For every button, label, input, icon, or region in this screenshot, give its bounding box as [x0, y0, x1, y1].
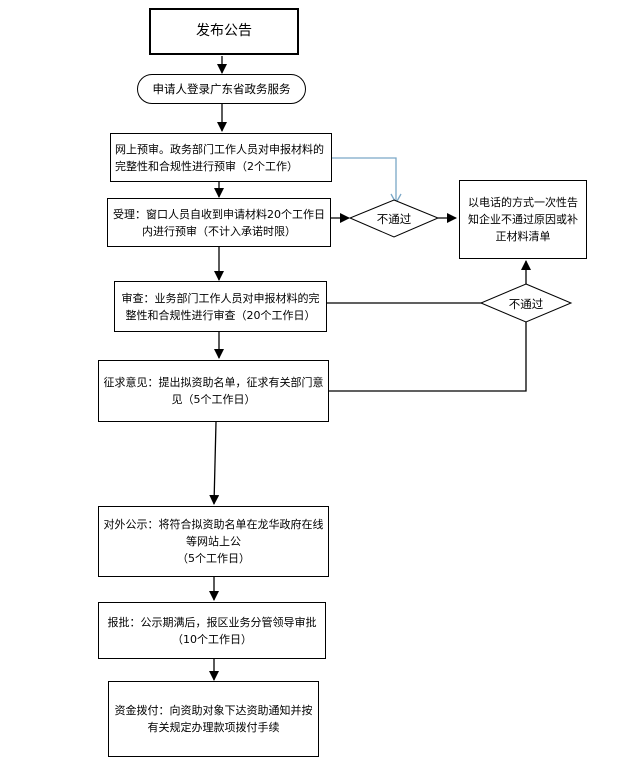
publicity-text: 对外公示：将符合拟资助名单在龙华政府在线等网站上公 （5个工作日）	[103, 518, 324, 565]
funding-text: 资金拨付：向资助对象下达资助通知并按有关规定办理款项拨付手续	[114, 704, 313, 734]
title-box: 发布公告	[149, 8, 299, 55]
reject-label-2: 不通过	[508, 297, 544, 311]
review-text: 审查：业务部门工作人员对申报材料的完整性和合规性进行审查（20个工作日）	[121, 291, 320, 322]
reject-label-1: 不通过	[376, 212, 412, 226]
prereview-step: 网上预审。政务部门工作人员对申报材料的完整性和合规性进行预审（2个工作）	[110, 133, 332, 182]
arrow-opinion-publicity	[209, 421, 220, 505]
reject-diamond-1	[348, 199, 440, 238]
opinion-step: 征求意见：提出拟资助名单，征求有关部门意见（5个工作日）	[98, 360, 329, 422]
login-text: 申请人登录广东省政务服务	[152, 81, 291, 96]
reject-diamond-2	[479, 283, 573, 323]
title-text: 发布公告	[196, 23, 252, 39]
notify-box: 以电话的方式一次性告知企业不通过原因或补正材料清单	[459, 180, 587, 259]
accept-step: 受理：窗口人员自收到申请材料20个工作日内进行预审（不计入承诺时限）	[107, 198, 331, 247]
arrow-prereview-reject	[332, 157, 402, 205]
publicity-step: 对外公示：将符合拟资助名单在龙华政府在线等网站上公 （5个工作日）	[98, 506, 329, 577]
accept-text: 受理：窗口人员自收到申请材料20个工作日内进行预审（不计入承诺时限）	[113, 207, 325, 238]
funding-step: 资金拨付：向资助对象下达资助通知并按有关规定办理款项拨付手续	[108, 681, 319, 757]
notify-text: 以电话的方式一次性告知企业不通过原因或补正材料清单	[468, 196, 578, 243]
approval-text: 报批：公示期满后，报区业务分管领导审批（10个工作日）	[107, 615, 317, 646]
login-step: 申请人登录广东省政务服务	[137, 74, 306, 104]
review-step: 审查：业务部门工作人员对申报材料的完整性和合规性进行审查（20个工作日）	[114, 281, 327, 332]
prereview-text: 网上预审。政务部门工作人员对申报材料的完整性和合规性进行预审（2个工作）	[115, 142, 324, 173]
opinion-text: 征求意见：提出拟资助名单，征求有关部门意见（5个工作日）	[103, 376, 324, 406]
line-opinion-reject2	[329, 322, 527, 392]
approval-step: 报批：公示期满后，报区业务分管领导审批（10个工作日）	[98, 602, 326, 659]
